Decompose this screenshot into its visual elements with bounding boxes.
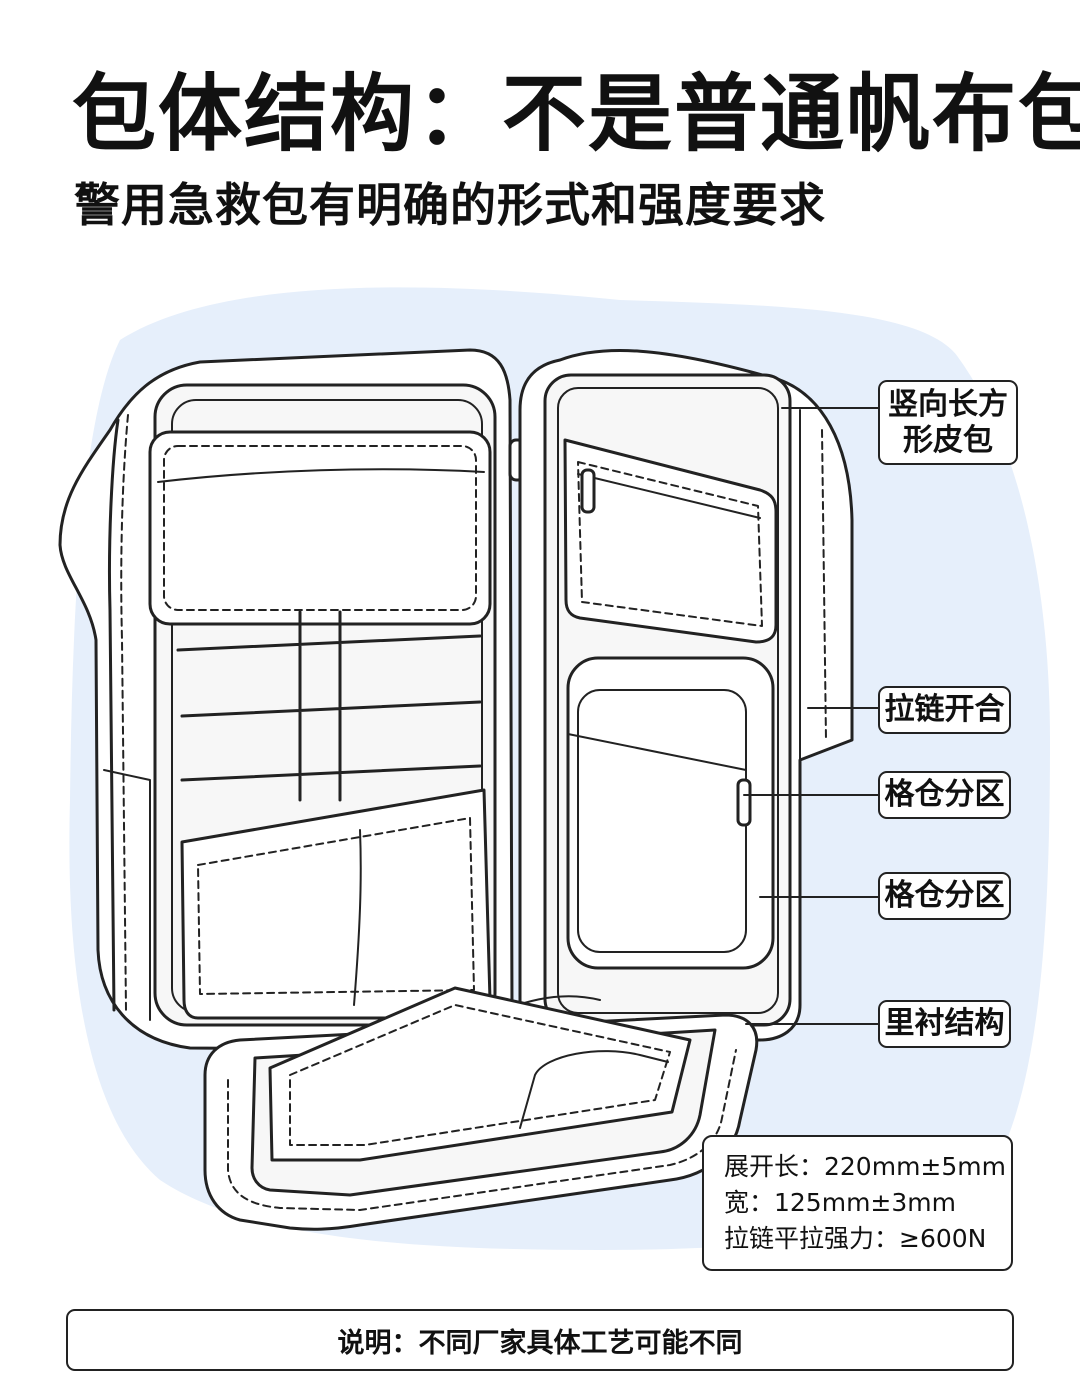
- left-shell-side: [107, 418, 120, 1012]
- left-top-pocket: [148, 430, 492, 626]
- left-lower-pocket-seam: [353, 829, 362, 1006]
- left-shell-base: [103, 769, 151, 1021]
- right-zip-pocket-stitch: [577, 461, 763, 627]
- left-lower-pocket-stitch: [197, 817, 475, 995]
- callout-zipper-line: 拉链开合: [884, 692, 1005, 727]
- callout-shape-line-1: 竖向长方: [888, 386, 1008, 422]
- bottom-tray-zipper: [227, 1049, 737, 1211]
- callout-compartments-2: 格仓分区: [878, 872, 1011, 920]
- callout-lining: 里衬结构: [878, 1000, 1011, 1048]
- callout-compartments-1-line: 格仓分区: [884, 777, 1005, 812]
- right-zip-pocket-zipper: [577, 473, 761, 519]
- right-lower-pocket: [566, 656, 775, 970]
- bottom-tray-pad: [268, 986, 692, 1162]
- right-lower-zip-pull: [736, 778, 752, 827]
- left-top-pocket-stitch: [163, 445, 477, 611]
- callout-shape-line-2: 形皮包: [903, 422, 993, 458]
- callout-compartments-1: 格仓分区: [878, 771, 1011, 819]
- bottom-tray-tab: [519, 1050, 669, 1129]
- spec-width: 宽：125mm±3mm: [724, 1188, 956, 1217]
- right-zip-pocket: [563, 438, 778, 644]
- spec-length: 展开长：220mm±5mm: [724, 1152, 1006, 1181]
- right-zip-pull: [580, 468, 596, 514]
- page-title: 包体结构：不是普通帆布包: [72, 65, 1080, 163]
- callout-zipper: 拉链开合: [878, 686, 1011, 734]
- spec-box: 展开长：220mm±5mm 宽：125mm±3mm 拉链平拉强力：≥600N: [702, 1135, 1013, 1271]
- left-top-pocket-flap: [157, 468, 485, 483]
- left-shelf-divider: [176, 610, 482, 802]
- page-subtitle: 警用急救包有明确的形式和强度要求: [74, 178, 826, 232]
- callout-shape: 竖向长方 形皮包: [878, 380, 1018, 465]
- right-interior-inner: [557, 387, 779, 1014]
- bottom-tray-pad-stitch: [289, 1004, 671, 1146]
- note-box: 说明：不同厂家具体工艺可能不同: [66, 1309, 1014, 1371]
- right-zipper-track: [821, 429, 827, 741]
- right-lower-pocket-flap: [567, 733, 747, 771]
- spec-zipper-strength: 拉链平拉强力：≥600N: [724, 1224, 987, 1253]
- callout-compartments-2-line: 格仓分区: [884, 878, 1005, 913]
- left-zipper-track: [120, 414, 129, 1011]
- callout-lining-line: 里衬结构: [884, 1006, 1005, 1041]
- note-text: 说明：不同厂家具体工艺可能不同: [337, 1327, 743, 1359]
